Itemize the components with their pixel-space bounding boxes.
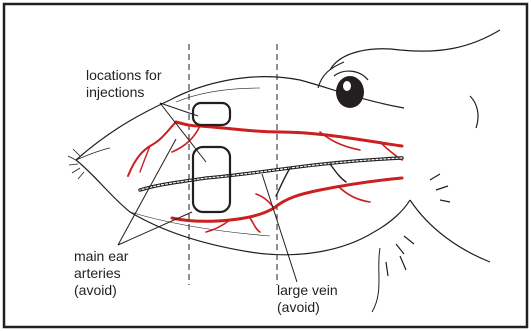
ear-arteries bbox=[128, 122, 402, 232]
label-main-ear-arteries: main ear arteries (avoid) bbox=[74, 248, 132, 298]
artery-lower bbox=[172, 178, 402, 221]
eye-icon bbox=[334, 71, 368, 108]
label-large-vein: large vein (avoid) bbox=[277, 282, 342, 315]
label-injection-sites: locations for injections bbox=[86, 67, 165, 100]
ear-outline bbox=[76, 77, 410, 255]
head-outline bbox=[318, 30, 500, 312]
leader-lines bbox=[118, 103, 297, 282]
large-vein bbox=[140, 158, 402, 196]
injection-site-upper bbox=[193, 103, 230, 125]
